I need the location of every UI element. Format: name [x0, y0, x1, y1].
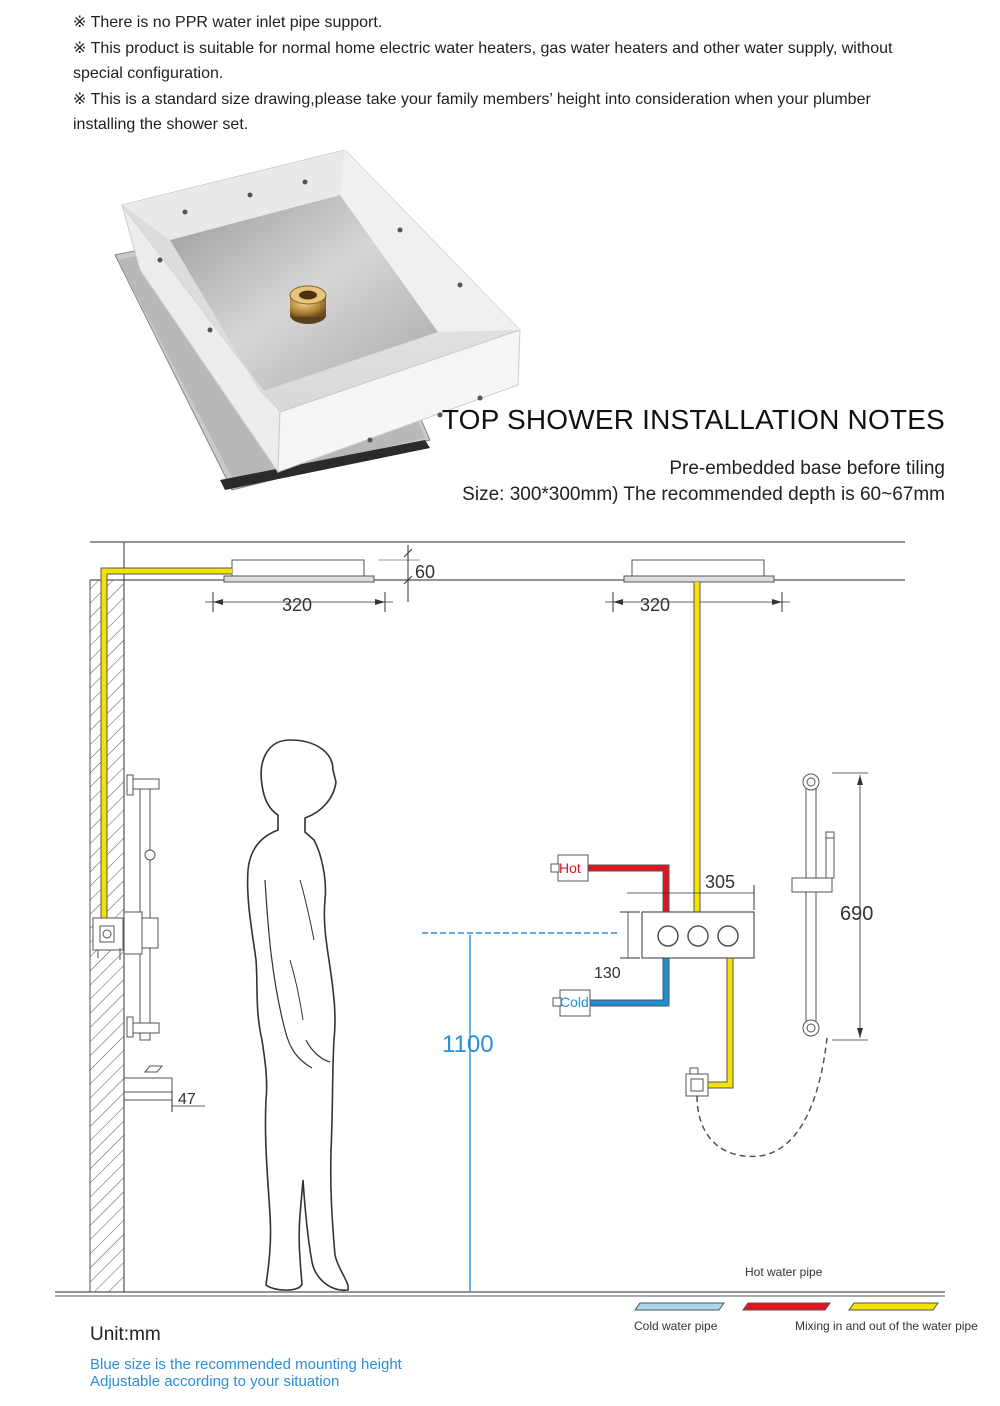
subtitle-embedded-base: Pre-embedded base before tiling: [669, 458, 945, 479]
spout-dimension: [171, 1090, 205, 1112]
legend-cold-swatch: [634, 1302, 725, 1311]
installation-title: TOP SHOWER INSTALLATION NOTES: [441, 404, 945, 435]
left-valve: [92, 911, 159, 960]
legend-cold-text: Cold water pipe: [634, 1319, 718, 1333]
note-1: ※ There is no PPR water inlet pipe suppo…: [73, 14, 383, 31]
depth-dimension: [378, 545, 420, 602]
installation-diagram: 60 320 47: [55, 541, 978, 1333]
shower-hose: [696, 1037, 828, 1158]
legend-mixing-text: Mixing in and out of the water pipe: [795, 1319, 978, 1333]
valve-spacing-dimension: [627, 885, 755, 910]
width-left-label: 320: [282, 595, 312, 615]
right-ceiling-box: [623, 559, 775, 583]
valve-spacing-label: 305: [705, 872, 735, 892]
rail-length-dimension: [832, 772, 868, 1041]
hot-pipe: [588, 864, 670, 912]
left-ceiling-box: [223, 559, 375, 583]
spout-label: 47: [178, 1091, 196, 1108]
hot-inlet: [550, 854, 589, 882]
right-rail: [791, 773, 835, 1037]
cold-inlet: [552, 989, 591, 1017]
floor: [55, 1291, 945, 1297]
embedded-box-photo: [114, 150, 521, 491]
hot-label: Hot: [559, 860, 581, 876]
legend-hot-swatch: [742, 1302, 831, 1311]
cold-label: Cold: [560, 994, 589, 1010]
note-2: ※ This product is suitable for normal ho…: [73, 39, 893, 83]
hose-outlet: [685, 1067, 709, 1097]
human-figure: [246, 739, 349, 1291]
subtitle-size-depth: Size: 300*300mm) The recommended depth i…: [462, 484, 945, 505]
valve-panel: [641, 911, 755, 959]
left-rail: [126, 774, 160, 1041]
blue-note-2: Adjustable according to your situation: [90, 1373, 340, 1390]
notes-block: ※ There is no PPR water inlet pipe suppo…: [73, 10, 933, 138]
rail-length-label: 690: [840, 903, 873, 925]
blue-note-1: Blue size is the recommended mounting he…: [90, 1356, 402, 1373]
width-right-label: 320: [640, 595, 670, 615]
legend-hot-text: Hot water pipe: [745, 1265, 823, 1279]
right-mixing-pipe-bottom: [708, 958, 734, 1089]
width-left-dimension: [205, 592, 393, 612]
valve-height-label: 130: [594, 965, 621, 982]
mount-height-dimension: [422, 932, 620, 1292]
unit-label: Unit:mm: [90, 1324, 161, 1345]
left-spout: [123, 1065, 173, 1101]
note-3: ※ This is a standard size drawing,please…: [73, 90, 871, 134]
mount-height-label: 1100: [442, 1031, 494, 1058]
valve-height-dimension: [620, 911, 640, 959]
legend-mixing-swatch: [848, 1302, 939, 1311]
depth-label: 60: [415, 562, 435, 582]
